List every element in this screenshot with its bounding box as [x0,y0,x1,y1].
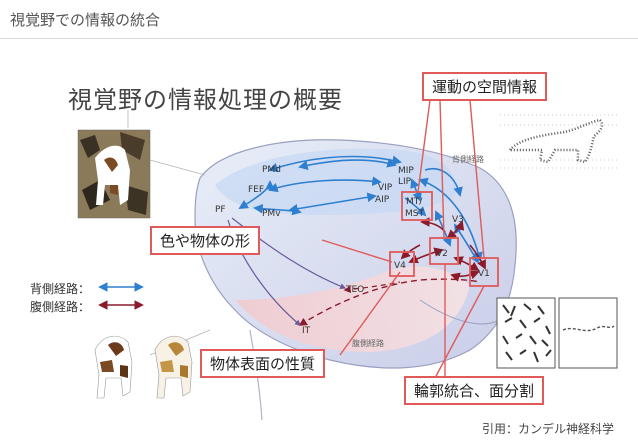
label-pf: PF [215,205,226,215]
label-mst: MST [405,209,424,219]
header-divider [0,38,638,39]
legend-dorsal-label: 背側経路： [30,282,91,296]
texture-segmentation-images [496,297,618,369]
label-box-color-shape: 色や物体の形 [150,226,261,255]
slide-header: 視覚野での情報の統合 [0,0,638,39]
label-v4: V4 [394,261,406,271]
ventral-region [235,266,470,352]
label-mip: MIP [398,166,414,176]
label-it: IT [302,326,311,336]
label-ventral-path: 腹側経路 [352,338,384,348]
label-mt: MT/ [406,197,423,207]
label-v1: V1 [478,269,490,279]
label-fef: FEF [248,185,264,195]
label-pmv: PMv [262,209,281,219]
cerebellum-line [419,299,501,325]
slide-header-title: 視覚野での情報の統合 [10,11,161,29]
label-pmd: PMd [262,165,281,175]
dot-pattern-horse-image [497,110,620,170]
label-leaders [321,99,485,379]
label-box-motion: 運動の空間情報 [422,72,548,101]
label-box-contour: 輪郭統合、面分割 [404,376,545,405]
main-title: 視覚野の情報処理の概要 [68,86,343,114]
horse-camouflage-image [77,129,151,219]
dorsal-arrows [238,155,483,264]
label-teo: TEO [345,285,364,295]
teo-dashed [343,281,401,294]
legend-ventral-label: 腹側経路： [30,300,91,314]
citation: 引用：カンデル神経科学 [481,422,614,436]
label-dorsal-path: 背側経路 [452,154,484,164]
label-vip: VIP [378,183,393,193]
label-v3: V3 [452,215,464,225]
horse-photos-bottom [94,335,193,399]
label-aip: AIP [375,195,390,205]
label-box-surface: 物体表面の性質 [200,349,326,378]
label-v2: V2 [436,249,448,259]
label-lip: LIP [398,177,412,187]
ventral-stream-dashed [298,278,481,326]
